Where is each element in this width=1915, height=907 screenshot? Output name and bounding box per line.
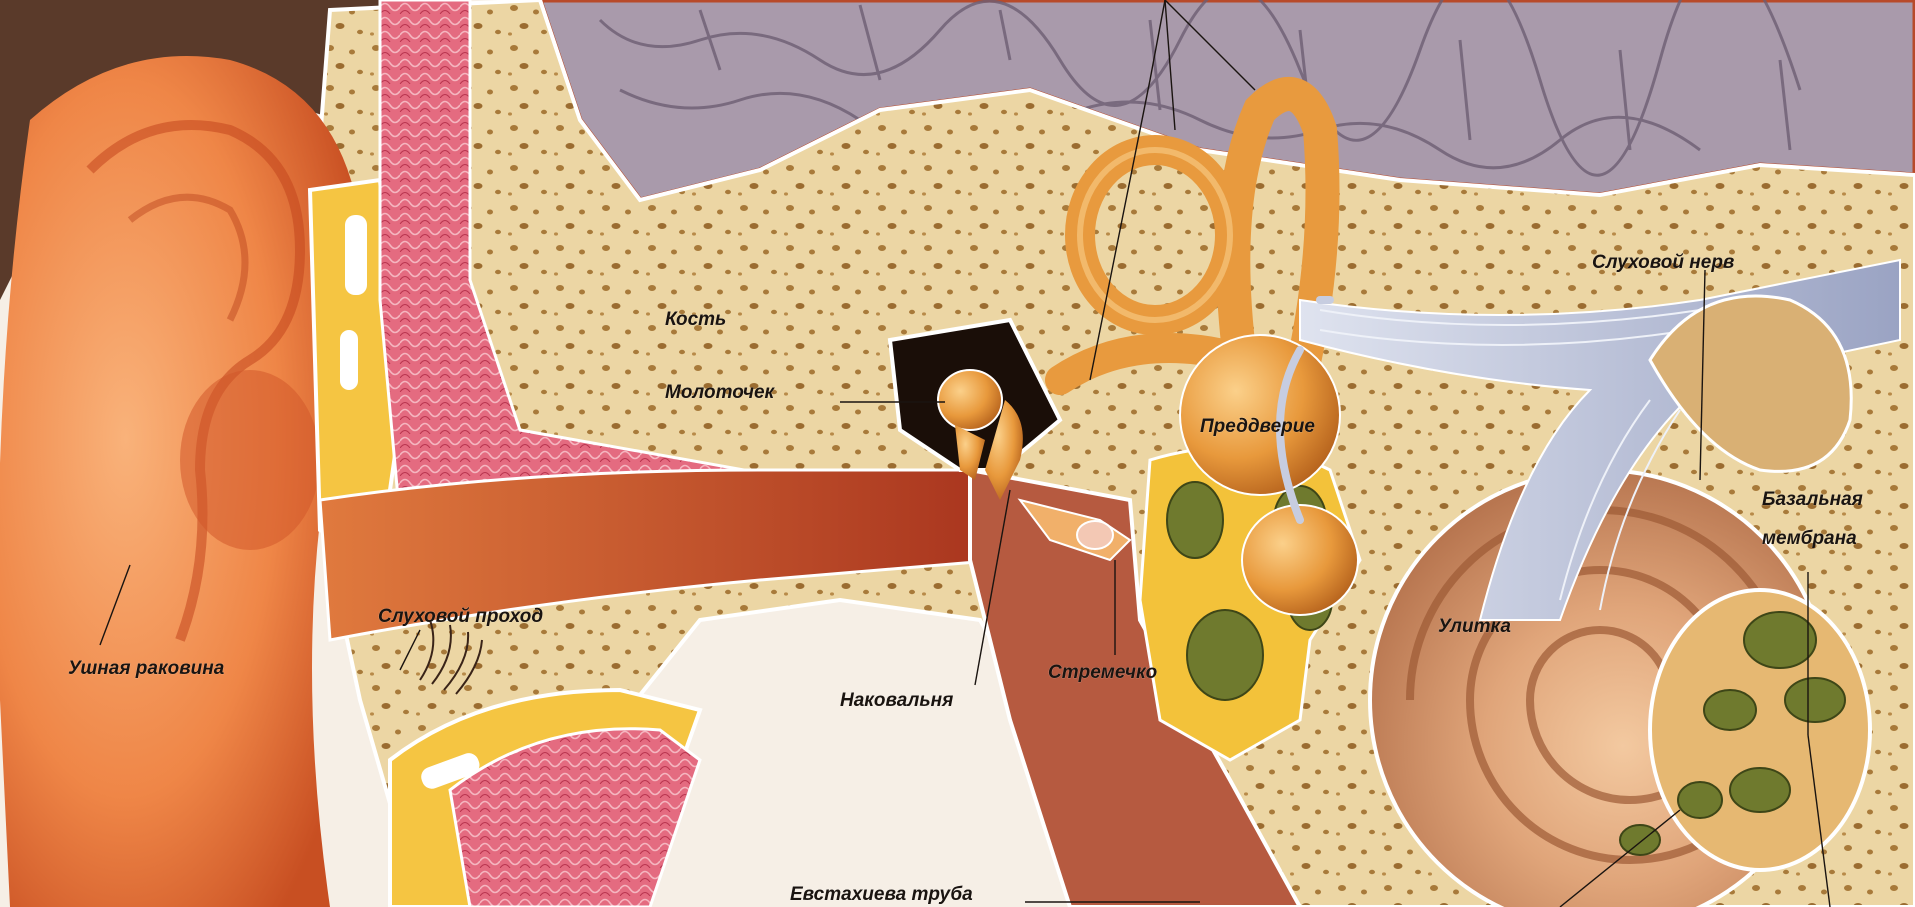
concha bbox=[180, 370, 320, 550]
label-malleus: Молоточек bbox=[665, 382, 776, 403]
label-incus: Наковальня bbox=[840, 690, 953, 711]
label-auditory-nerve: Слуховой нерв bbox=[1592, 252, 1734, 273]
cartilage-gap-2 bbox=[340, 330, 358, 390]
label-stapes: Стремечко bbox=[1048, 662, 1157, 683]
label-auricle: Ушная раковина bbox=[68, 658, 225, 679]
cartilage-gap-1 bbox=[345, 215, 367, 295]
label-basilar-membrane-1: Базальная bbox=[1762, 489, 1863, 510]
oval-window bbox=[1077, 521, 1113, 549]
label-ear-canal: Слуховой проход bbox=[378, 606, 543, 627]
vestibule bbox=[1180, 335, 1340, 495]
label-vestibule: Преддверие bbox=[1200, 416, 1315, 437]
label-cochlea: Улитка bbox=[1438, 616, 1511, 637]
label-bone: Кость bbox=[665, 309, 726, 330]
label-basilar-membrane-2: мембрана bbox=[1762, 528, 1857, 549]
label-eustachian-tube: Евстахиева труба bbox=[790, 884, 973, 905]
malleus-head bbox=[938, 370, 1002, 430]
